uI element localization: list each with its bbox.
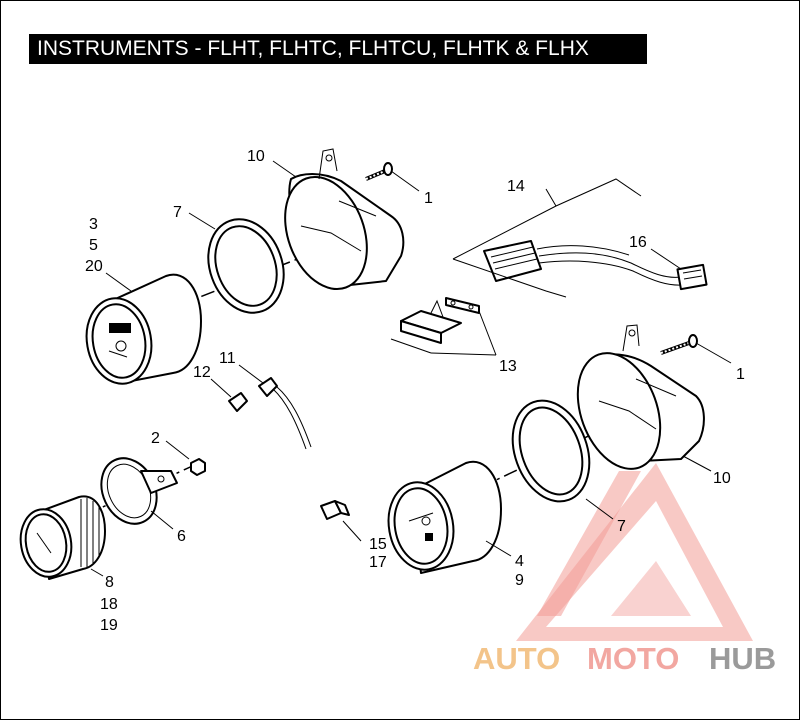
indicator-lamp-assembly bbox=[228, 377, 312, 450]
instrument-housing-top bbox=[284, 148, 405, 291]
callout-17: 17 bbox=[369, 554, 387, 571]
callout-8: 8 bbox=[105, 574, 114, 591]
callout-12: 12 bbox=[193, 364, 211, 381]
callout-5: 5 bbox=[89, 237, 98, 254]
callout-15: 15 bbox=[369, 536, 387, 553]
callout-1-top: 1 bbox=[424, 190, 433, 207]
gauge-bracket bbox=[100, 457, 178, 525]
instrument-housing-right bbox=[576, 324, 705, 470]
callout-7-top: 7 bbox=[173, 204, 182, 221]
hex-nut bbox=[190, 458, 206, 476]
callout-3: 3 bbox=[89, 216, 98, 233]
callout-10-top: 10 bbox=[247, 148, 265, 165]
screw-right bbox=[660, 334, 698, 355]
trim-ring-right bbox=[511, 399, 591, 503]
callout-10-right: 10 bbox=[713, 470, 731, 487]
diagram-title: INSTRUMENTS - FLHT, FLHTC, FLHTCU, FLHTK… bbox=[29, 34, 647, 64]
small-connector bbox=[320, 500, 350, 520]
watermark-logo-icon bbox=[516, 463, 753, 641]
watermark-text: AUTO MOTO HUB bbox=[473, 641, 776, 676]
watermark-auto: AUTO bbox=[473, 641, 560, 676]
callout-4: 4 bbox=[515, 553, 524, 570]
leader-lines bbox=[90, 160, 732, 577]
watermark-hub: HUB bbox=[709, 641, 776, 676]
callout-13: 13 bbox=[499, 358, 517, 375]
gauge-small bbox=[19, 495, 106, 580]
callout-18: 18 bbox=[100, 596, 118, 613]
callout-7-right: 7 bbox=[617, 518, 626, 535]
callout-11: 11 bbox=[219, 350, 236, 367]
trim-ring-top bbox=[207, 218, 285, 314]
gauge-speedometer bbox=[85, 273, 202, 385]
gauge-tachometer bbox=[387, 460, 502, 574]
watermark-moto: MOTO bbox=[587, 641, 679, 676]
callout-14: 14 bbox=[507, 178, 525, 195]
callout-19: 19 bbox=[100, 617, 118, 634]
callout-labels: 10 1 7 3 5 20 14 16 13 1 11 12 2 6 10 7 … bbox=[85, 148, 745, 634]
callout-16: 16 bbox=[629, 234, 647, 251]
wiring-connector-assembly bbox=[483, 240, 708, 291]
callout-20: 20 bbox=[85, 258, 103, 275]
screw-top bbox=[365, 162, 393, 181]
callout-6: 6 bbox=[177, 528, 186, 545]
circuit-breaker-plate bbox=[400, 297, 480, 344]
callout-9: 9 bbox=[515, 572, 524, 589]
callout-1-right: 1 bbox=[736, 366, 745, 383]
callout-2: 2 bbox=[151, 430, 160, 447]
